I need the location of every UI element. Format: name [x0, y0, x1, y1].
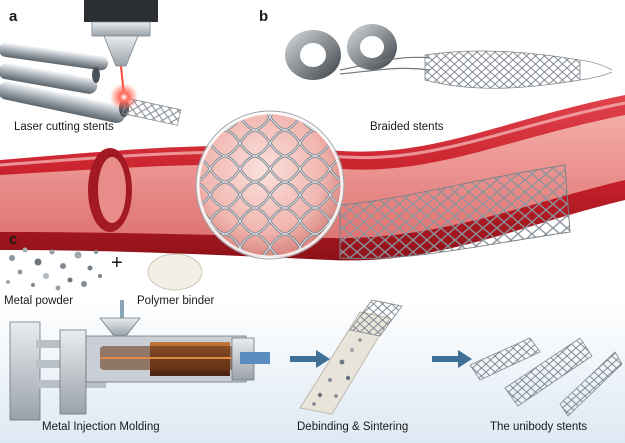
magnifier-lens	[195, 110, 345, 260]
metal-powder-illustration	[6, 247, 102, 291]
polymer-binder-caption: Polymer binder	[137, 295, 215, 307]
plus-sign: +	[111, 252, 123, 274]
panel-label-c: c	[9, 231, 18, 248]
debinding-sintering-illustration	[299, 299, 403, 415]
braided-caption: Braided stents	[370, 121, 444, 133]
injection-molding-machine	[9, 317, 270, 421]
arrow-to-unibody	[432, 350, 472, 368]
unibody-stents-caption: The unibody stents	[490, 421, 588, 433]
panel-label-a: a	[9, 8, 18, 25]
vessel-lumen	[98, 157, 126, 223]
metal-injection-molding-caption: Metal Injection Molding	[42, 421, 160, 433]
unibody-stents-illustration	[469, 337, 623, 417]
laser-cutting-illustration	[0, 0, 182, 126]
stent-in-vessel	[339, 164, 571, 260]
laser-cutting-caption: Laser cutting stents	[14, 121, 114, 133]
braided-illustration	[285, 24, 613, 89]
polymer-binder-illustration	[147, 253, 203, 291]
panel-label-b: b	[259, 8, 269, 25]
debinding-sintering-caption: Debinding & Sintering	[297, 421, 409, 433]
metal-powder-caption: Metal powder	[4, 295, 74, 307]
arrow-to-debinding	[290, 350, 330, 368]
